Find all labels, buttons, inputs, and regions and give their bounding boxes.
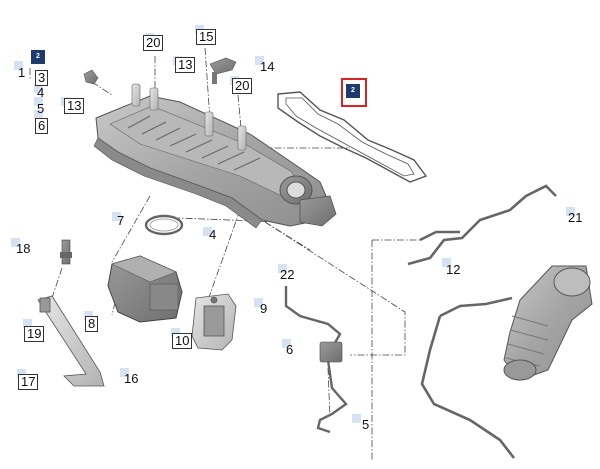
callout-20a: 20 [143,35,164,51]
callout-14: 14 [260,59,275,74]
bracket-arm-drawing [37,295,105,387]
callout-3: 3 [35,70,49,86]
bracket-drawing [191,293,237,351]
callout-17: 17 [18,374,39,390]
callout-6b: 6 [286,342,294,357]
manifold-gasket-drawing [277,91,428,183]
callout-13b: 13 [175,57,196,73]
actuator-drawing [107,255,183,323]
callout-5a: 5 [37,101,45,116]
callout-6: 6 [35,118,49,134]
vacuum-hose-drawing [284,286,348,434]
callout-20b: 20 [232,78,253,94]
callout-18: 18 [16,241,31,256]
intake-manifold-drawing [83,57,337,229]
callout-21: 21 [568,210,583,225]
pipe-drawing [407,184,557,266]
callout-1: 1 [18,65,26,80]
seal-ring-drawing [144,214,184,236]
callout-5b: 5 [362,417,370,432]
callout-4b: 4 [209,227,217,242]
sensor-drawing [60,239,72,265]
callout-8: 8 [85,316,99,332]
callout-7: 7 [117,213,125,228]
leader-lines [29,47,420,460]
callout-12: 12 [446,262,461,277]
callout-4a: 4 [37,85,45,100]
callout-10: 10 [172,333,193,349]
tube-drawing [420,296,516,459]
callout-15: 15 [196,29,217,45]
badge-2-right: 2 [346,84,360,98]
badge-2-left: 2 [31,50,45,64]
intake-hose-drawing [503,265,593,381]
callout-22: 22 [280,267,295,282]
callout-13a: 13 [64,98,85,114]
callout-16: 16 [124,371,139,386]
callout-9: 9 [260,301,268,316]
callout-19: 19 [24,326,45,342]
highlight-box [341,78,367,107]
